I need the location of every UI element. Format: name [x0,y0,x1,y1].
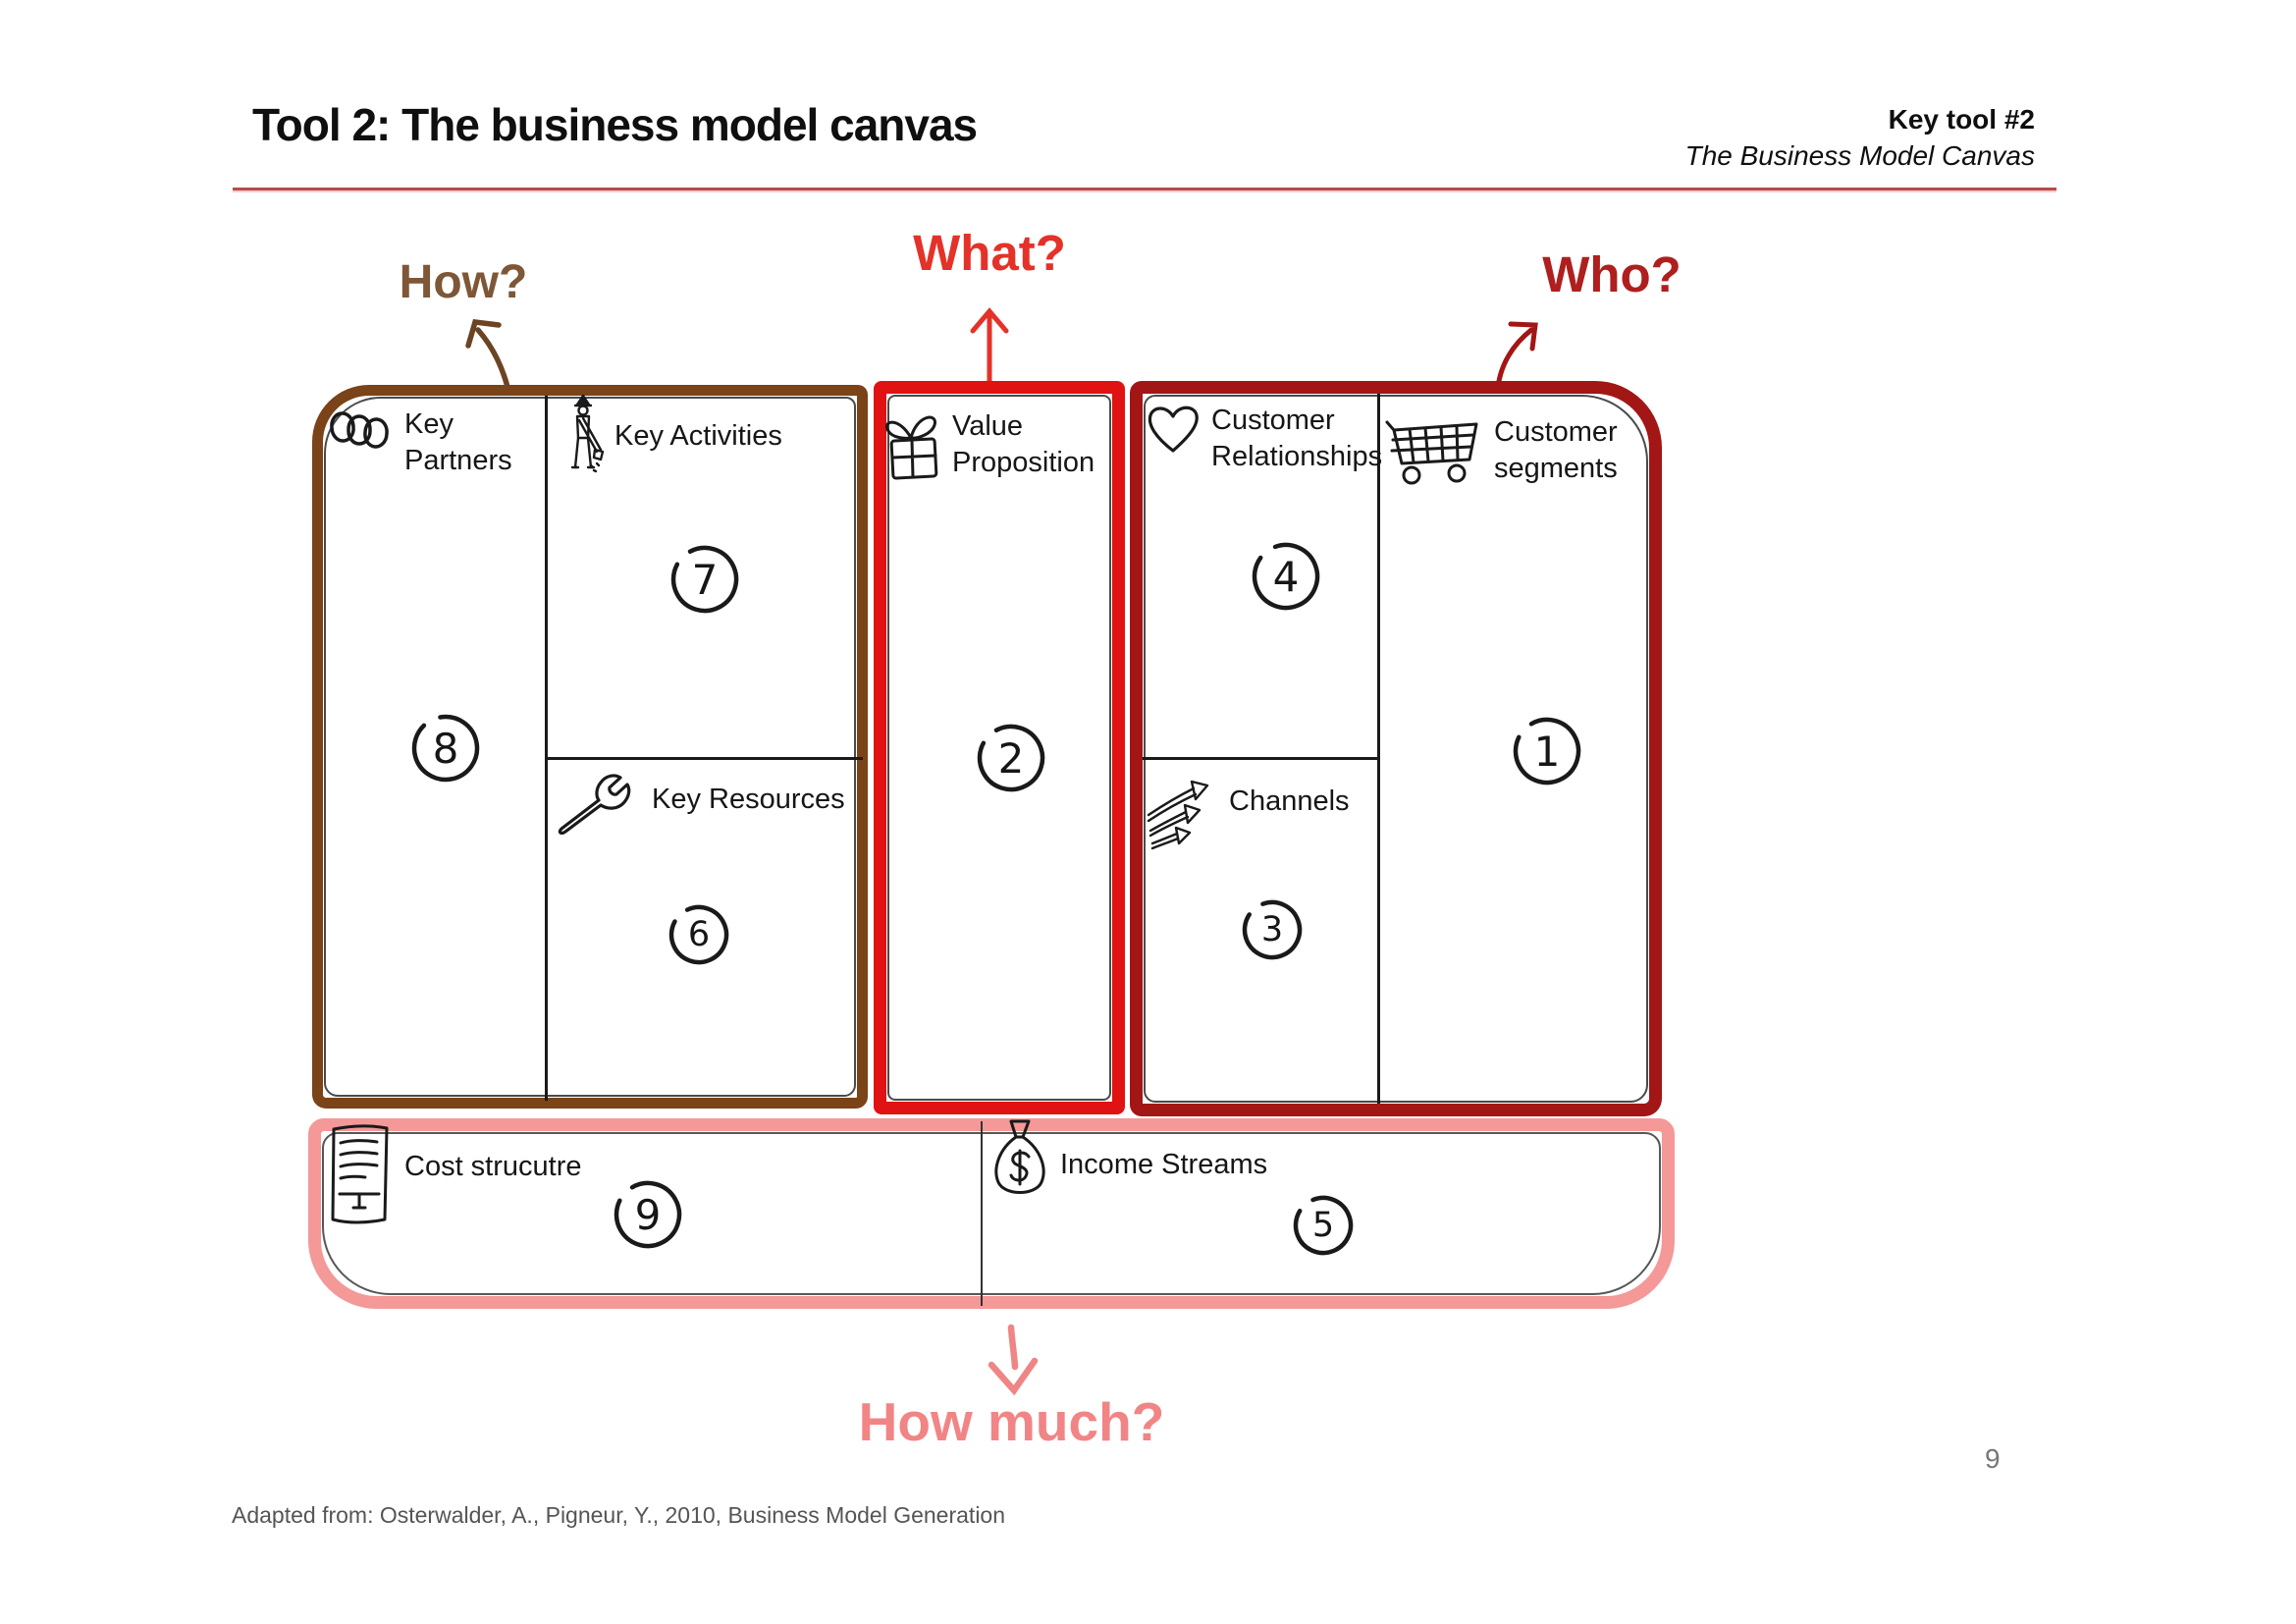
divider-activities-resources [548,757,863,760]
label-line2: Proposition [952,447,1095,478]
circled-number-value-proposition: 2 [974,721,1048,795]
number-label: 2 [997,733,1025,783]
number-label: 1 [1533,727,1561,776]
hand-drawn-circle [1252,542,1320,611]
block-income-streams: Income Streams [989,1117,1267,1214]
block-label: Key Activities [614,420,782,452]
how-label: How? [399,256,528,308]
hand-drawn-circle [977,724,1045,792]
hand-drawn-circle [614,1180,682,1249]
block-key-activities: Key Activities [561,393,782,483]
label-line2: Relationships [1211,441,1383,472]
block-customer-relationships: Customer Relationships [1145,403,1382,475]
wrench-icon [558,774,631,835]
block-label: Income Streams [1060,1149,1268,1180]
label-line1: Customer [1494,416,1618,448]
number-label: 6 [687,915,711,954]
label-line1: Value [952,410,1024,442]
circled-number-key-partners: 8 [408,711,483,785]
block-label: Cost strucutre [404,1151,582,1182]
who-section-frame [1130,381,1662,1116]
block-channels: Channels [1145,774,1350,854]
divider-relationships-channels [1143,757,1377,760]
number-label: 3 [1260,910,1284,949]
block-label: Value Proposition [952,408,1095,481]
how-curved-arrow-icon [465,318,510,390]
hand-drawn-circle [668,904,729,965]
header-rule [233,188,2056,190]
label-line1: Customer [1211,405,1335,436]
block-value-proposition: Value Proposition [880,408,1095,481]
circled-number-key-activities: 7 [667,542,742,617]
hand-drawn-circle [1242,899,1303,960]
block-customer-segments: Customer segments [1384,414,1618,491]
divider-relationships-segments [1377,394,1380,1104]
what-label: What? [913,225,1066,281]
spread-arrows-icon [1147,780,1209,850]
who-label: Who? [1542,246,1682,302]
page-number: 9 [1985,1443,2001,1474]
block-label: Key Partners [404,406,512,479]
number-label: 5 [1311,1206,1335,1245]
linked-rings-icon [330,411,389,449]
label-line2: segments [1494,453,1618,484]
how-much-label: How much? [858,1391,1165,1452]
block-label: Customer Relationships [1211,403,1382,475]
number-label: 9 [634,1190,662,1239]
money-bag-icon [994,1119,1045,1194]
block-label: Key Resources [652,784,845,815]
number-label: 4 [1272,552,1300,601]
circled-number-key-resources: 6 [666,901,732,968]
circled-number-income-streams: 5 [1290,1192,1357,1259]
shopping-cart-icon [1385,420,1478,485]
citation: Adapted from: Osterwalder, A., Pigneur, … [232,1502,1006,1528]
circled-number-customer-segments: 1 [1510,714,1584,788]
number-label: 7 [691,555,719,604]
number-label: 8 [432,724,459,773]
label-line2: Partners [404,445,512,476]
block-cost-structure: Cost strucutre [326,1123,582,1225]
how-section-frame [312,385,868,1109]
circled-number-cost-structure: 9 [611,1177,685,1252]
hand-drawn-circle [670,545,739,614]
page-title: Tool 2: The business model canvas [252,99,978,150]
block-key-resources: Key Resources [556,774,845,835]
who-curved-arrow-icon [1495,321,1538,390]
what-section-frame [874,381,1125,1114]
divider-cost-income [981,1121,983,1306]
how-much-down-arrow-icon [988,1324,1039,1396]
label-line1: Key [404,408,454,440]
circled-number-customer-relationships: 4 [1249,539,1323,614]
hand-drawn-circle [1293,1195,1354,1256]
header-right: Key tool #2 The Business Model Canvas [1685,102,2035,175]
header-subtitle: The Business Model Canvas [1684,140,2035,171]
how-much-band-frame [308,1118,1675,1309]
circled-number-channels: 3 [1239,896,1306,963]
key-tool-label: Key tool #2 [1888,104,2035,135]
block-label: Customer segments [1494,414,1618,487]
block-key-partners: Key Partners [328,406,512,479]
digging-person-icon [570,394,605,473]
document-icon [331,1124,389,1224]
heart-icon [1148,406,1199,453]
hand-drawn-circle [1513,717,1581,785]
divider-partners-activities [545,396,548,1101]
hand-drawn-circle [411,714,480,783]
gift-icon [885,415,938,480]
what-up-arrow-icon [970,307,1009,384]
block-label: Channels [1229,785,1350,817]
